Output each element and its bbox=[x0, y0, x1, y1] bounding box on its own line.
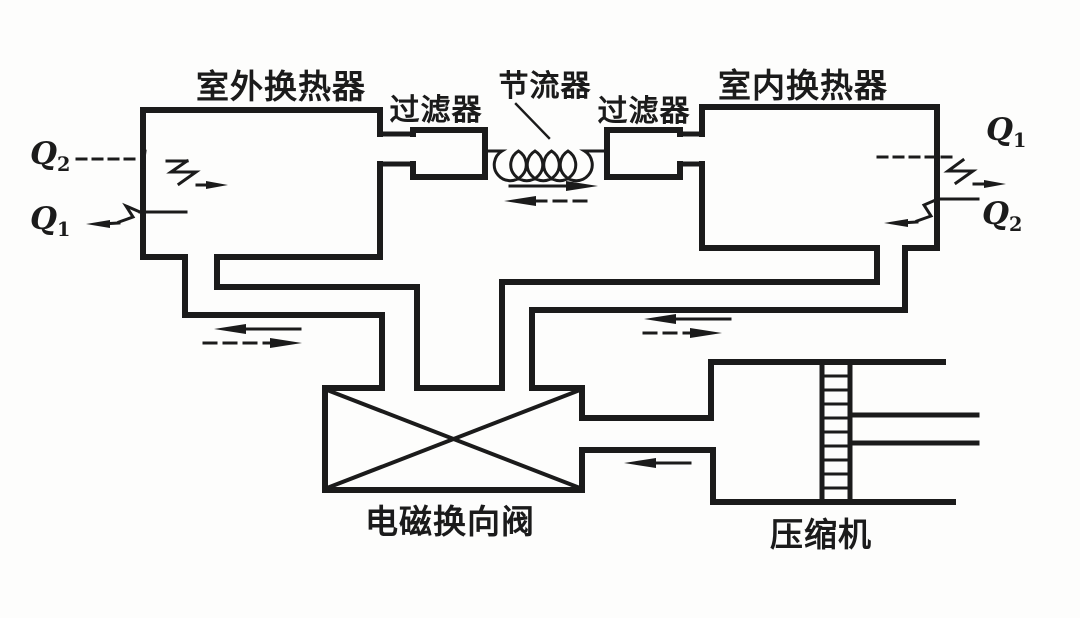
label-throttle: 节流器 bbox=[498, 70, 592, 103]
throttle-coil bbox=[483, 149, 609, 183]
q1-right-dashed-arrow-icon bbox=[876, 148, 1006, 188]
compressor bbox=[579, 359, 980, 505]
filter-right bbox=[604, 127, 683, 180]
arrow-left-pipe-dashed-right-icon bbox=[202, 338, 302, 348]
q-sub: 1 bbox=[57, 218, 71, 242]
label-filter-left: 过滤器 bbox=[389, 94, 483, 127]
heat-flow-marks bbox=[75, 148, 1006, 228]
arrow-throttle-solid-right-icon bbox=[508, 181, 598, 191]
throttle-leader-line bbox=[514, 102, 551, 140]
label-compressor: 压缩机 bbox=[770, 516, 872, 553]
filter-left bbox=[410, 127, 488, 180]
arrow-right-pipe-dashed-right-icon bbox=[642, 328, 722, 338]
heat-label-q1-left: Q1 bbox=[30, 201, 70, 241]
indoor-heat-exchanger bbox=[699, 104, 940, 251]
arrow-throttle-dashed-left-icon bbox=[504, 196, 594, 206]
q-sub: 1 bbox=[1013, 129, 1027, 153]
arrow-left-pipe-solid-left-icon bbox=[214, 324, 302, 334]
indoor-to-valve-pipe bbox=[499, 245, 908, 391]
outdoor-to-valve-pipe bbox=[182, 254, 420, 391]
filter-left-box bbox=[410, 127, 488, 180]
label-outdoor-heat-exchanger: 室外换热器 bbox=[196, 68, 366, 105]
q2-left-dashed-arrow-icon bbox=[75, 149, 228, 189]
indoor-hx-box bbox=[699, 104, 940, 251]
q-sub: 2 bbox=[57, 153, 71, 177]
compressor-rod-lines bbox=[847, 412, 980, 446]
heat-label-q1-right: Q1 bbox=[986, 112, 1026, 152]
q2-right-solid-arrow-icon bbox=[884, 197, 980, 227]
label-filter-right: 过滤器 bbox=[597, 95, 691, 128]
q1-left-solid-arrow-icon bbox=[86, 202, 188, 228]
heat-label-q2-left: Q2 bbox=[30, 136, 70, 176]
compressor-piston bbox=[819, 359, 853, 505]
filter-right-box bbox=[604, 127, 683, 180]
outdoor-hx-box bbox=[140, 107, 383, 260]
label-reversing-valve: 电磁换向阀 bbox=[365, 503, 535, 540]
q-base: Q bbox=[30, 136, 58, 172]
arrow-suction-solid-left-icon bbox=[624, 458, 692, 468]
port-openings bbox=[188, 137, 902, 447]
label-indoor-heat-exchanger: 室内换热器 bbox=[718, 67, 888, 104]
top-line-piping bbox=[377, 102, 705, 183]
valve-cross bbox=[324, 387, 583, 491]
q-base: Q bbox=[986, 112, 1014, 148]
q-base: Q bbox=[982, 196, 1010, 232]
q-sub: 2 bbox=[1009, 213, 1023, 237]
arrow-right-pipe-solid-left-icon bbox=[644, 314, 732, 324]
flow-arrows bbox=[202, 181, 732, 468]
outdoor-heat-exchanger bbox=[140, 107, 383, 260]
heat-label-q2-right: Q2 bbox=[982, 196, 1022, 236]
q-base: Q bbox=[30, 201, 58, 237]
